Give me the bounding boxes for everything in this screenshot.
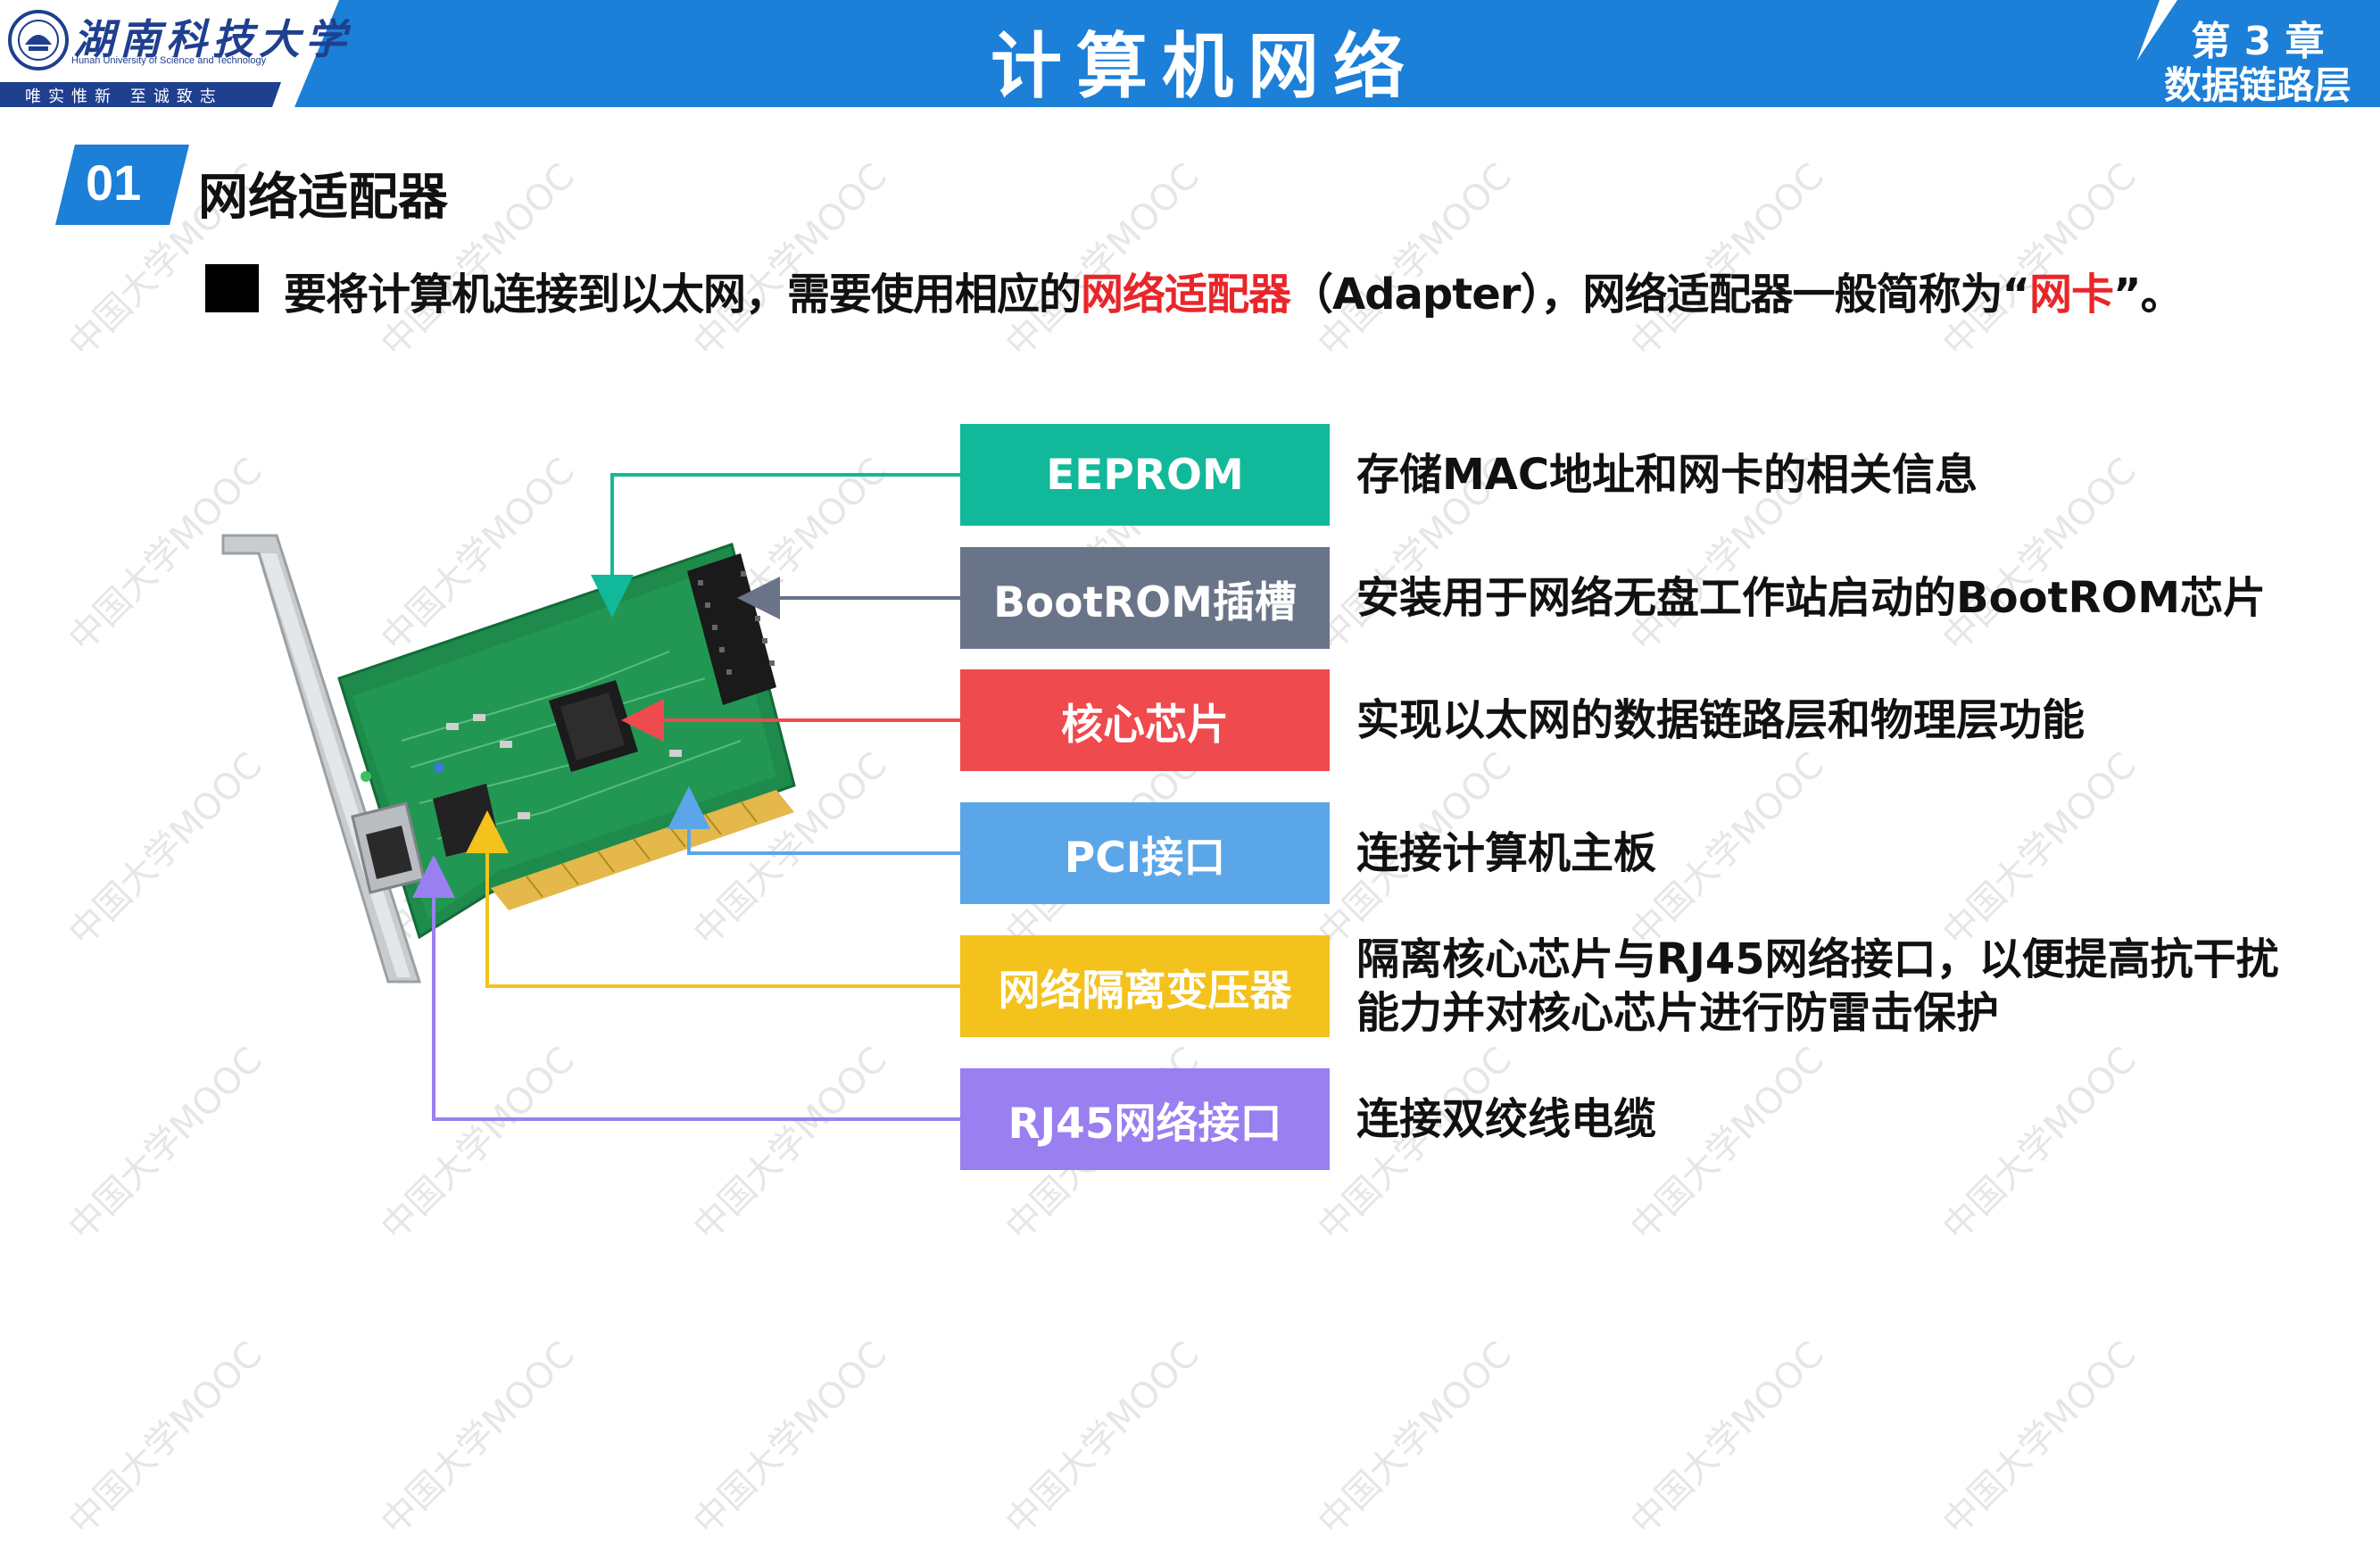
university-name-en: Hunan University of Science and Technolo… bbox=[71, 55, 267, 66]
section-number-badge bbox=[55, 145, 189, 225]
watermark-text: 中国大学MOOC bbox=[685, 155, 895, 366]
label-core-chip: 核心芯片 bbox=[960, 669, 1330, 771]
watermark-text: 中国大学MOOC bbox=[61, 1039, 270, 1249]
course-title: 计算机网络 bbox=[991, 25, 1419, 108]
label-bootrom: BootROM插槽 bbox=[960, 547, 1330, 649]
watermark-text: 中国大学MOOC bbox=[373, 1333, 583, 1544]
watermark-text: 中国大学MOOC bbox=[685, 1333, 895, 1544]
label-eeprom: EEPROM bbox=[960, 424, 1330, 526]
section-title: 网络适配器 bbox=[198, 169, 448, 227]
intro-text: 要将计算机连接到以太网，需要使用相应的网络适配器（Adapter），网络适配器一… bbox=[284, 259, 2184, 321]
desc-pci: 连接计算机主板 bbox=[1356, 828, 1657, 878]
watermark-text: 中国大学MOOC bbox=[1310, 155, 1520, 366]
desc-transformer-line2: 能力并对核心芯片进行防雷击保护 bbox=[1356, 988, 2000, 1038]
intro-highlight-nic: 网卡 bbox=[2029, 270, 2114, 320]
chapter-name: 数据链路层 bbox=[2163, 63, 2351, 107]
label-pci: PCI接口 bbox=[960, 802, 1330, 904]
desc-eeprom: 存储MAC地址和网卡的相关信息 bbox=[1356, 450, 1978, 500]
desc-core-chip: 实现以太网的数据链路层和物理层功能 bbox=[1356, 695, 2086, 745]
university-motto: 唯实惟新 至诚致志 bbox=[25, 87, 223, 106]
desc-bootrom: 安装用于网络无盘工作站启动的BootROM芯片 bbox=[1356, 573, 2267, 623]
watermark-text: 中国大学MOOC bbox=[1622, 155, 1832, 366]
label-transformer: 网络隔离变压器 bbox=[960, 935, 1330, 1037]
watermark-text: 中国大学MOOC bbox=[998, 1333, 1207, 1544]
watermark-text: 中国大学MOOC bbox=[1622, 1333, 1832, 1544]
university-logo bbox=[8, 10, 69, 71]
watermark-text: 中国大学MOOC bbox=[61, 1333, 270, 1544]
section-number: 01 bbox=[86, 154, 142, 211]
label-rj45: RJ45网络接口 bbox=[960, 1068, 1330, 1170]
watermark-text: 中国大学MOOC bbox=[1935, 1039, 2144, 1249]
watermark-text: 中国大学MOOC bbox=[1310, 1333, 1520, 1544]
watermark-text: 中国大学MOOC bbox=[373, 1039, 583, 1249]
watermark-text: 中国大学MOOC bbox=[1935, 744, 2144, 955]
watermark-text: 中国大学MOOC bbox=[1935, 1333, 2144, 1544]
chapter-number: 第 3 章 bbox=[2191, 19, 2325, 64]
watermark-text: 中国大学MOOC bbox=[1935, 155, 2144, 366]
university-name: 湖南科技大学 bbox=[73, 15, 352, 63]
header-bar bbox=[0, 0, 2380, 112]
bullet-square-icon bbox=[205, 264, 259, 312]
network-card-image bbox=[221, 534, 796, 984]
watermark-text: 中国大学MOOC bbox=[685, 1039, 895, 1249]
intro-highlight-adapter: 网络适配器 bbox=[1081, 270, 1291, 320]
desc-rj45: 连接双绞线电缆 bbox=[1356, 1094, 1657, 1144]
desc-transformer-line1: 隔离核心芯片与RJ45网络接口，以便提高抗干扰 bbox=[1356, 934, 2279, 984]
intro-part1: 要将计算机连接到以太网，需要使用相应的 bbox=[284, 270, 1082, 320]
intro-part2: （Adapter），网络适配器一般简称为“ bbox=[1290, 270, 2030, 320]
intro-part3: ”。 bbox=[2113, 270, 2184, 320]
watermark-text: 中国大学MOOC bbox=[998, 155, 1207, 366]
